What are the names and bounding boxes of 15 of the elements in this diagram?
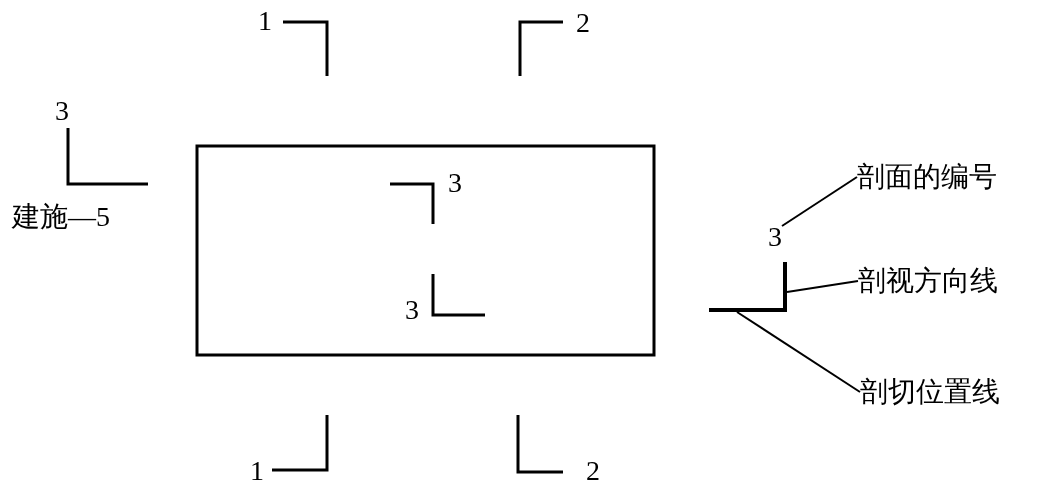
drawing-reference: 建施—5 [12,202,110,232]
section-number: 1 [250,456,264,486]
section-number: 3 [405,295,419,325]
section-number: 3 [448,168,462,198]
callout-text: 剖视方向线 [858,266,998,296]
section-number: 1 [258,6,272,36]
section-number: 2 [576,8,590,38]
callout-text: 剖切位置线 [860,377,1000,407]
section-number: 2 [586,456,600,486]
leader-line [781,176,858,227]
section-number: 3 [768,222,782,252]
callout-text: 剖面的编号 [857,162,997,192]
leader-line [786,280,859,293]
leader-line [736,311,861,393]
section-number: 3 [55,96,69,126]
